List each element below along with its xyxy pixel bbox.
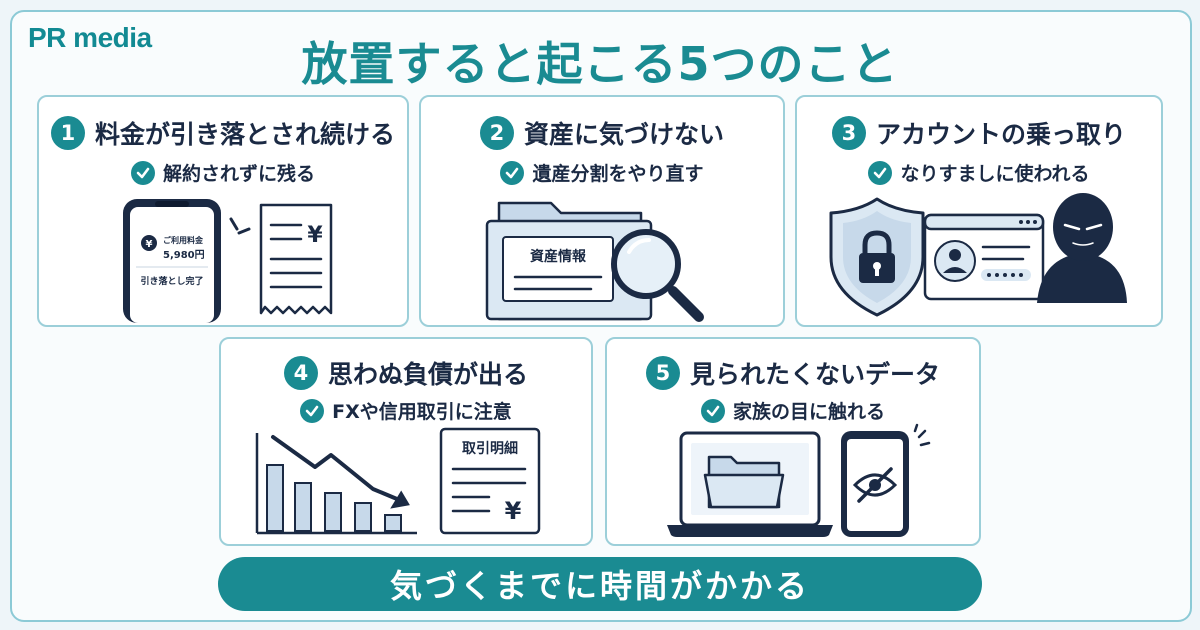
brand-logo: PR media <box>28 22 152 53</box>
alert-lines-icon <box>229 217 251 235</box>
card-4: 4 思わぬ負債が出る FXや信用取引に注意 取引明細 ¥ <box>219 337 593 546</box>
card-4-subtitle: FXや信用取引に注意 <box>332 401 512 423</box>
card-2-subline: 遺産分割をやり直す <box>421 159 783 186</box>
receipt-yen: ¥ <box>307 223 323 248</box>
hacker-icon <box>1037 193 1127 303</box>
card-2-number: 2 <box>479 116 514 150</box>
check-icon <box>868 160 893 185</box>
card-1-illustration: ¥ ご利用料金 5,980円 引き落とし完了 ¥ <box>123 199 333 323</box>
card-4-subline: FXや信用取引に注意 <box>221 397 591 424</box>
card-5-subtitle: 家族の目に触れる <box>732 401 885 423</box>
card-1-number: 1 <box>50 116 85 150</box>
card-3-subline: なりすましに使われる <box>797 159 1161 186</box>
card-1-title: 料金が引き落とされ続ける <box>94 120 395 149</box>
phone-amount: 5,980円 <box>163 249 205 261</box>
conclusion-banner: 気づくまでに時間がかかる <box>218 557 982 611</box>
card-5-subline: 家族の目に触れる <box>607 397 979 424</box>
check-icon <box>300 398 325 423</box>
card-3-subtitle: なりすましに使われる <box>900 163 1090 185</box>
phone-currency: ¥ <box>146 239 153 250</box>
card-2-subtitle: 遺産分割をやり直す <box>532 163 704 185</box>
card-5-header: 5 見られたくないデータ <box>607 355 979 391</box>
check-icon <box>130 160 155 185</box>
card-3-title: アカウントの乗っ取り <box>875 120 1126 149</box>
magnifier-icon <box>611 229 704 322</box>
card-4-number: 4 <box>283 356 318 390</box>
profile-window-icon <box>923 213 1045 301</box>
card-3-header: 3 アカウントの乗っ取り <box>797 115 1161 151</box>
card-3: 3 アカウントの乗っ取り なりすましに使われる <box>795 95 1163 327</box>
laptop-icon <box>667 431 833 537</box>
card-5-illustration <box>667 423 931 537</box>
declining-chart-icon <box>255 433 417 535</box>
statement-icon: 取引明細 ¥ <box>439 427 541 535</box>
card-4-title: 思わぬ負債が出る <box>327 360 528 389</box>
statement-yen: ¥ <box>505 497 522 525</box>
card-1-header: 1 料金が引き落とされ続ける <box>39 115 407 151</box>
card-2-title: 資産に気づけない <box>523 120 724 149</box>
card-3-number: 3 <box>831 116 866 150</box>
card-2: 2 資産に気づけない 遺産分割をやり直す 資産情報 <box>419 95 785 327</box>
card-5-title: 見られたくないデータ <box>689 360 940 389</box>
card-5: 5 見られたくないデータ 家族の目に触れる <box>605 337 981 546</box>
card-4-header: 4 思わぬ負債が出る <box>221 355 591 391</box>
shield-lock-icon <box>829 197 925 317</box>
card-1: 1 料金が引き落とされ続ける 解約されずに残る ¥ ご利用料金 5,980円 引… <box>37 95 409 327</box>
folder-label: 資産情報 <box>530 248 587 265</box>
card-1-subline: 解約されずに残る <box>39 159 407 186</box>
card-4-illustration: 取引明細 ¥ <box>255 427 541 535</box>
check-icon <box>500 160 525 185</box>
card-2-illustration: 資産情報 <box>485 201 704 322</box>
hidden-eye-phone-icon <box>841 423 931 537</box>
phone-status: 引き落とし完了 <box>140 275 203 287</box>
page-title: 放置すると起こる5つのこと <box>301 37 899 91</box>
phone-label: ご利用料金 <box>163 235 204 245</box>
check-icon <box>700 398 725 423</box>
receipt-icon: ¥ <box>259 203 333 315</box>
card-3-illustration <box>829 193 1127 317</box>
card-2-header: 2 資産に気づけない <box>421 115 783 151</box>
folder-icon: 資産情報 <box>485 201 653 321</box>
card-1-subtitle: 解約されずに残る <box>162 163 315 185</box>
banner-text: 気づくまでに時間がかかる <box>389 567 810 605</box>
phone-icon: ¥ ご利用料金 5,980円 引き落とし完了 <box>123 199 221 323</box>
statement-label: 取引明細 <box>462 440 518 457</box>
card-5-number: 5 <box>645 356 680 390</box>
